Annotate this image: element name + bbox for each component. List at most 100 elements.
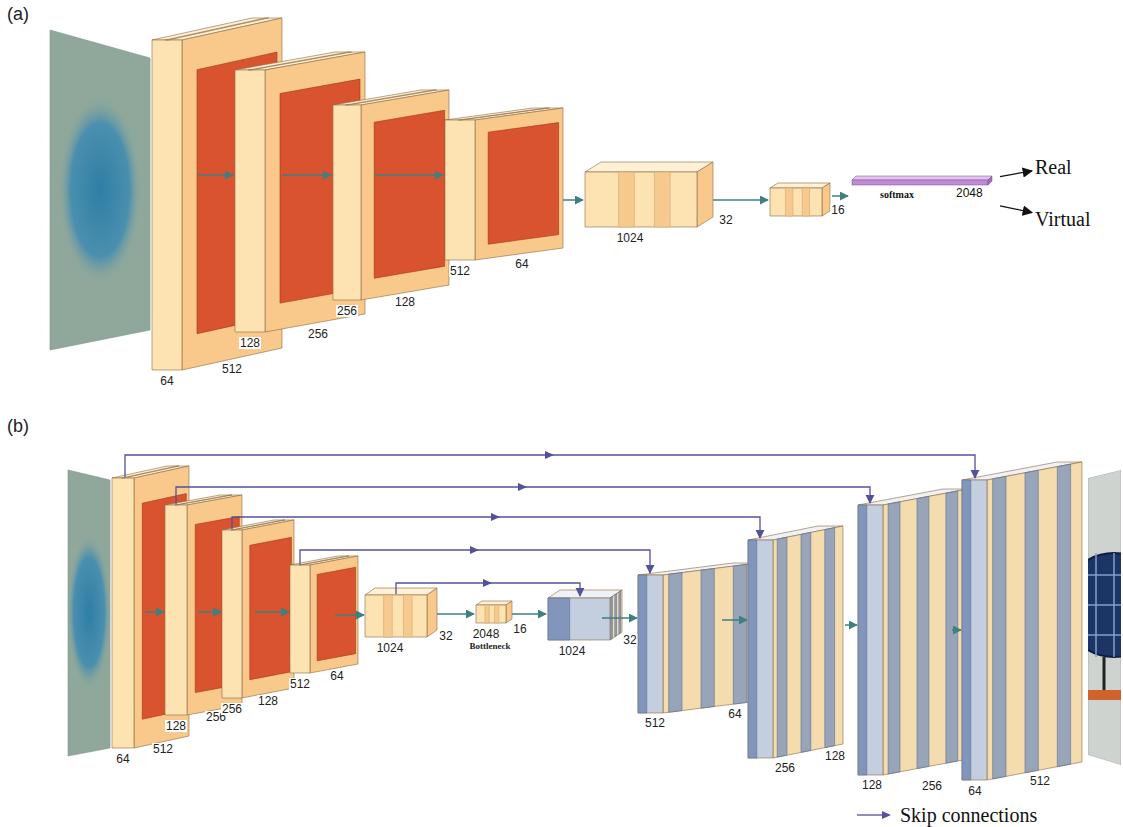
slab-edge: [166, 18, 269, 40]
block-front: [333, 105, 361, 300]
layer-name: softmax: [880, 189, 914, 200]
dimension-label: 1024: [558, 645, 587, 657]
flow-arrow: [713, 199, 768, 201]
block-top: [548, 590, 622, 598]
input-image: [50, 30, 150, 350]
flow-arrow: [198, 611, 221, 613]
block-side: [822, 183, 830, 216]
layer-block: [638, 563, 758, 713]
image-frame: [68, 470, 110, 756]
skip-mid-arrow: [518, 483, 527, 491]
legend-arrow-head: [882, 811, 891, 819]
dimension-label: 128: [257, 695, 279, 707]
block-front: [365, 595, 427, 637]
feature-slab: [669, 573, 682, 713]
bar-side: [988, 176, 992, 185]
globe-base: [1088, 690, 1122, 700]
flow-arrow: [437, 613, 474, 615]
legend-row: Skip connections: [856, 804, 1037, 827]
skip-mid-arrow: [470, 546, 479, 554]
flow-arrow: [375, 174, 443, 176]
block-front: [222, 530, 242, 698]
legend-label: Skip connections: [900, 804, 1037, 827]
feature-slab: [615, 594, 617, 637]
layer-block: [165, 495, 242, 715]
dimension-label: 512: [644, 717, 666, 729]
dimension-label: 16: [512, 623, 527, 635]
softmax-layer: softmax2048: [850, 170, 1000, 210]
skip-line: [125, 455, 975, 478]
slab-edge: [231, 520, 285, 530]
feature-slab: [858, 505, 867, 775]
block-front: [445, 120, 475, 260]
globe-grid: [1113, 553, 1115, 657]
flow-arrow: [255, 611, 289, 613]
block-side: [697, 162, 713, 227]
skip-connection: [396, 579, 580, 596]
class-output: Virtual: [1032, 206, 1093, 232]
layer-block: [858, 489, 968, 775]
dimension-label: 256: [307, 328, 329, 340]
dimension-label: 64: [115, 753, 130, 765]
bar-top: [852, 176, 992, 180]
feature-slab: [801, 532, 811, 752]
feature-slab: [485, 605, 489, 623]
feature-slab: [993, 476, 1006, 779]
class-output: Real: [1032, 154, 1075, 180]
panel-label: (b): [6, 417, 30, 435]
dimension-label: 512: [1029, 775, 1051, 787]
pooling-face: [197, 52, 277, 334]
block-side: [265, 52, 365, 332]
block-front: [638, 575, 663, 713]
legend-line-sample: [856, 809, 892, 821]
globe-shape: [1062, 553, 1123, 657]
image-blob: [58, 95, 142, 285]
flow-arrow: [952, 629, 961, 631]
dimension-label: 256: [221, 703, 243, 715]
block-side: [987, 462, 1082, 780]
dimension-label: 256: [774, 762, 796, 774]
dimension-label: 512: [289, 678, 311, 690]
dimension-label: 64: [514, 258, 529, 270]
pooling-face: [280, 79, 360, 303]
block-front: [112, 478, 134, 748]
skip-connection: [176, 483, 870, 504]
feature-slab: [654, 172, 670, 227]
block-front: [548, 598, 610, 640]
feature-slab: [619, 591, 621, 634]
pooling-face: [142, 494, 186, 720]
block-front: [585, 172, 697, 227]
layer-block: [476, 601, 512, 623]
feature-slab: [748, 540, 757, 758]
feature-slab: [802, 188, 809, 216]
block-top: [585, 162, 713, 172]
globe-stem: [1103, 657, 1106, 690]
slab-edge: [249, 52, 352, 70]
dimension-label: 32: [622, 634, 637, 646]
feature-slab: [619, 172, 635, 227]
slab-edge: [346, 90, 437, 105]
block-front: [476, 605, 506, 623]
skip-line: [176, 487, 870, 504]
dimension-label: 128: [861, 779, 883, 791]
feature-slab: [548, 598, 570, 640]
dimension-label: 32: [718, 214, 733, 226]
output-arrow: [1000, 206, 1032, 213]
skip-connection: [125, 451, 975, 478]
class-label: Real: [1035, 156, 1072, 178]
output-image: [1062, 470, 1123, 765]
dimension-label: 64: [329, 670, 344, 682]
dimension-label: 32: [438, 630, 453, 642]
layer-block: [152, 18, 282, 370]
feature-slab: [1057, 464, 1070, 767]
slab-edge: [175, 495, 232, 505]
block-side: [506, 601, 512, 623]
layer-caption: Bottleneck: [469, 642, 512, 651]
slab-edge: [122, 466, 179, 478]
skip-mid-arrow: [545, 451, 554, 459]
skip-line: [300, 550, 650, 573]
dimension-label: 64: [967, 785, 982, 797]
layer-block: [445, 108, 563, 260]
